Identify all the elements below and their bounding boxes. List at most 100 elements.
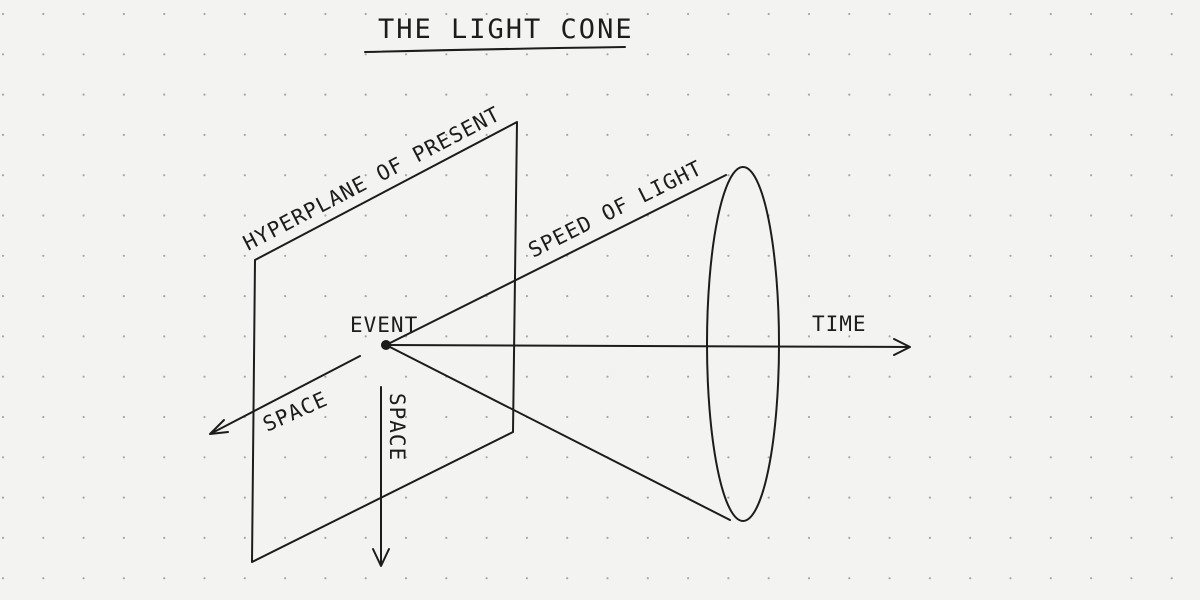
grid-dot <box>687 577 690 580</box>
grid-dot <box>646 496 649 499</box>
grid-dot <box>1090 375 1093 378</box>
grid-dot <box>727 174 730 177</box>
grid-dot <box>727 295 730 298</box>
grid-dot <box>1090 93 1093 96</box>
grid-dot <box>203 335 206 338</box>
grid-dot <box>969 254 972 257</box>
grid-dot <box>969 133 972 136</box>
grid-dot <box>727 375 730 378</box>
grid-dot <box>767 174 770 177</box>
grid-dot <box>485 496 488 499</box>
grid-dot <box>485 415 488 419</box>
grid-dot <box>284 254 287 257</box>
grid-dot <box>1090 456 1093 459</box>
grid-dot <box>1170 335 1173 338</box>
grid-dot <box>525 254 529 257</box>
grid-dot <box>163 53 166 56</box>
grid-dot <box>445 93 448 96</box>
grid-dot <box>163 93 166 96</box>
grid-dot <box>1170 12 1173 16</box>
cone-base-ellipse <box>706 166 780 522</box>
grid-dot <box>1009 375 1012 378</box>
grid-dot <box>82 577 85 580</box>
grid-dot <box>163 496 166 499</box>
grid-dot <box>445 456 448 459</box>
grid-dot <box>848 214 851 217</box>
grid-dot <box>646 335 649 338</box>
grid-dot <box>203 496 206 499</box>
grid-dot <box>1049 214 1052 217</box>
grid-dot <box>364 456 367 459</box>
grid-dot <box>1090 53 1093 56</box>
grid-dot <box>1009 93 1012 96</box>
grid-dot <box>1090 254 1093 257</box>
time-axis <box>385 344 909 348</box>
diagram-title: THE LIGHT CONE <box>378 14 634 45</box>
grid-dot <box>243 53 246 56</box>
grid-dot <box>1170 496 1173 499</box>
grid-dot <box>1090 577 1093 580</box>
grid-dot <box>969 295 972 298</box>
space-label-diagonal: SPACE <box>259 387 331 437</box>
grid-dot <box>445 536 448 540</box>
grid-dot <box>243 456 246 459</box>
grid-dot <box>807 12 811 16</box>
grid-dot <box>243 295 246 298</box>
grid-dot <box>364 496 367 499</box>
grid-dot <box>606 415 609 419</box>
grid-dot <box>203 12 206 16</box>
grid-dot <box>1049 456 1052 459</box>
cone-lower-edge <box>385 344 731 521</box>
grid-dot <box>324 133 327 136</box>
grid-dot <box>646 53 649 56</box>
grid-dot <box>163 456 166 459</box>
grid-dot <box>767 254 770 257</box>
grid-dot <box>1009 254 1012 257</box>
grid-dot <box>82 375 85 378</box>
grid-dot <box>566 456 569 459</box>
grid-dot <box>82 335 85 338</box>
grid-dot <box>727 335 730 338</box>
grid-dot <box>203 53 206 56</box>
grid-dot <box>767 295 770 298</box>
grid-dot <box>566 415 569 419</box>
space-label-vertical: SPACE <box>385 393 409 461</box>
grid-dot <box>1 496 5 499</box>
grid-dot <box>969 415 972 419</box>
grid-dot <box>1009 577 1012 580</box>
grid-dot <box>324 456 327 459</box>
grid-dot <box>767 536 770 540</box>
grid-dot <box>646 295 649 298</box>
grid-dot <box>807 577 811 580</box>
grid-dot <box>42 456 45 459</box>
grid-dot <box>525 53 529 56</box>
grid-dot <box>525 577 529 580</box>
grid-dot <box>1090 295 1093 298</box>
grid-dot <box>1130 93 1133 96</box>
grid-dot <box>807 214 811 217</box>
grid-dot <box>1130 456 1133 459</box>
grid-dot <box>284 456 287 459</box>
grid-dot <box>525 536 529 540</box>
grid-dot <box>42 375 45 378</box>
grid-dot <box>163 536 166 540</box>
grid-dot <box>324 496 327 499</box>
grid-dot <box>284 577 287 580</box>
grid-dot <box>243 536 246 540</box>
grid-dot <box>82 174 85 177</box>
grid-dot <box>284 496 287 499</box>
grid-dot <box>1 174 5 177</box>
grid-dot <box>445 415 448 419</box>
grid-dot <box>1049 577 1052 580</box>
grid-dot <box>324 174 327 177</box>
grid-dot <box>404 214 408 217</box>
grid-dot <box>687 415 690 419</box>
grid-dot <box>687 254 690 257</box>
grid-dot <box>807 536 811 540</box>
grid-dot <box>42 536 45 540</box>
grid-dot <box>203 577 206 580</box>
grid-dot <box>1130 174 1133 177</box>
grid-dot <box>646 174 649 177</box>
grid-dot <box>969 536 972 540</box>
grid-dot <box>525 496 529 499</box>
